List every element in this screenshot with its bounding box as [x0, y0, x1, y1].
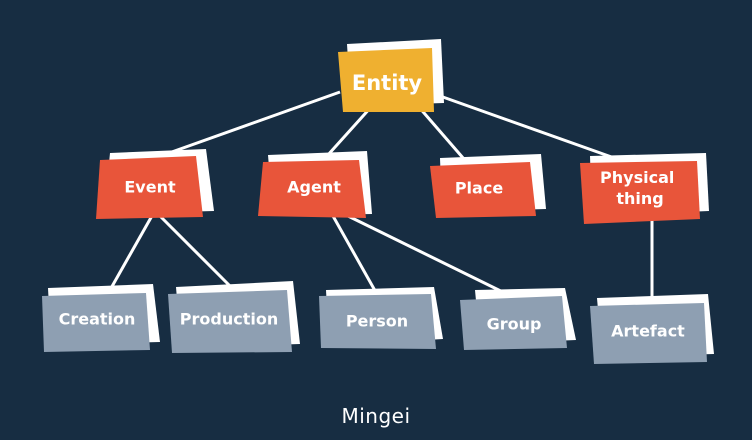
node-entity: Entity — [338, 39, 444, 112]
node-event-box — [96, 156, 203, 219]
node-agent: Agent — [258, 151, 372, 218]
node-place-box — [430, 162, 536, 218]
node-physical-thing-box — [580, 161, 700, 224]
node-group: Group — [460, 288, 576, 350]
node-creation: Creation — [42, 284, 160, 352]
edge-entity-place — [416, 105, 472, 167]
node-agent-label: Agent — [287, 178, 341, 197]
node-physical-thing: Physical thing — [580, 153, 709, 224]
node-production: Production — [168, 281, 300, 353]
node-physical-thing-label-line1: Physical — [600, 168, 674, 187]
node-creation-box — [42, 293, 150, 352]
brand-logo: Mingei — [0, 404, 752, 428]
node-physical-thing-label: Physical thing — [600, 168, 680, 208]
node-event: Event — [96, 149, 214, 219]
node-production-box — [168, 290, 292, 353]
edge-agent-group — [347, 214, 516, 300]
node-entity-box — [338, 48, 434, 112]
node-artefact-label: Artefact — [611, 322, 685, 341]
node-group-box — [460, 296, 567, 350]
brand-name: Mingei — [341, 404, 411, 428]
node-place: Place — [430, 154, 546, 218]
node-artefact: Artefact — [590, 294, 714, 364]
node-entity-label: Entity — [352, 71, 423, 95]
node-artefact-box — [590, 303, 707, 364]
node-event-label: Event — [124, 178, 176, 197]
node-agent-box — [258, 160, 366, 218]
edge-agent-person — [331, 215, 380, 297]
node-person-box — [319, 294, 436, 349]
node-person: Person — [319, 287, 443, 349]
node-place-label: Place — [455, 179, 503, 198]
connectors — [108, 90, 654, 300]
edge-event-creation — [108, 213, 155, 291]
node-physical-thing-label-line2: thing — [616, 189, 663, 208]
edge-event-production — [156, 212, 234, 290]
node-creation-label: Creation — [59, 310, 136, 329]
node-group-label: Group — [487, 315, 542, 334]
node-production-label: Production — [180, 310, 278, 329]
edge-entity-physical-thing — [439, 94, 621, 162]
edge-entity-event — [154, 90, 341, 160]
node-person-label: Person — [346, 312, 408, 331]
